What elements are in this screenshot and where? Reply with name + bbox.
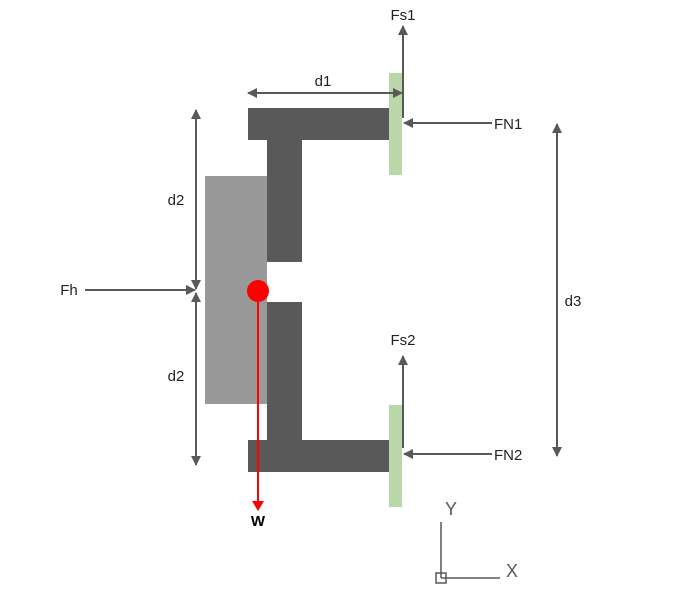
- d2-lower-label: d2: [168, 368, 185, 385]
- fs1-label: Fs1: [390, 7, 415, 24]
- coordinate-axes: [435, 522, 500, 584]
- axis-y-label: Y: [445, 499, 457, 519]
- center-of-mass: [247, 280, 269, 302]
- d2-upper-label: d2: [168, 192, 185, 209]
- upper-contact-pad: [389, 73, 402, 175]
- fn2-label: FN2: [494, 447, 522, 464]
- fn1-label: FN1: [494, 116, 522, 133]
- fs2-label: Fs2: [390, 332, 415, 349]
- d1-label: d1: [315, 73, 332, 90]
- bracket: [248, 108, 389, 472]
- d3-label: d3: [565, 293, 582, 310]
- axis-x-label: X: [506, 561, 518, 581]
- lower-contact-pad: [389, 405, 402, 507]
- fh-label: Fh: [60, 282, 78, 299]
- w-label: W: [251, 513, 266, 530]
